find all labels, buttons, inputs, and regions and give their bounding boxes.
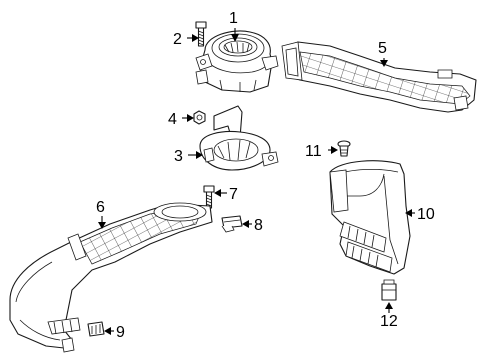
callout-7: 7 (229, 186, 238, 203)
callout-labels: 1 2 3 4 5 6 7 8 9 10 11 12 (96, 10, 435, 341)
callout-3: 3 (174, 148, 183, 165)
callout-10: 10 (417, 206, 435, 223)
callout-6: 6 (96, 199, 105, 216)
arrow-5 (380, 60, 388, 67)
clip-part-9 (87, 321, 105, 337)
clip-part-8 (221, 215, 243, 233)
arrow-8 (242, 220, 249, 228)
callout-11: 11 (305, 143, 322, 160)
duct-part-6 (9, 202, 213, 353)
callout-2: 2 (173, 31, 182, 48)
arrow-1 (231, 34, 239, 42)
arrow-3 (196, 151, 203, 159)
screw-part-2 (195, 21, 207, 47)
arrow-6 (98, 222, 106, 229)
callout-5: 5 (378, 40, 387, 57)
duct-part-5 (281, 41, 477, 113)
callout-12: 12 (380, 313, 398, 330)
arrow-9 (104, 327, 111, 335)
arrow-12 (385, 302, 393, 309)
arrow-10 (405, 209, 412, 217)
clip-part-12 (381, 279, 397, 301)
bracket-part-3 (199, 105, 279, 171)
arrow-2 (192, 34, 199, 42)
arrow-11 (331, 146, 338, 154)
callout-8: 8 (254, 217, 263, 234)
callout-4: 4 (168, 111, 177, 128)
push-pin-part-11 (337, 140, 351, 157)
blower-housing-part (195, 30, 279, 93)
duct-part-10 (329, 160, 411, 275)
callout-1: 1 (229, 10, 238, 27)
nut-part-4 (193, 110, 206, 125)
arrow-4 (187, 114, 194, 122)
screw-part-7 (203, 185, 215, 209)
callout-9: 9 (116, 324, 125, 341)
leader-lines (98, 28, 415, 335)
arrow-7 (214, 189, 221, 197)
